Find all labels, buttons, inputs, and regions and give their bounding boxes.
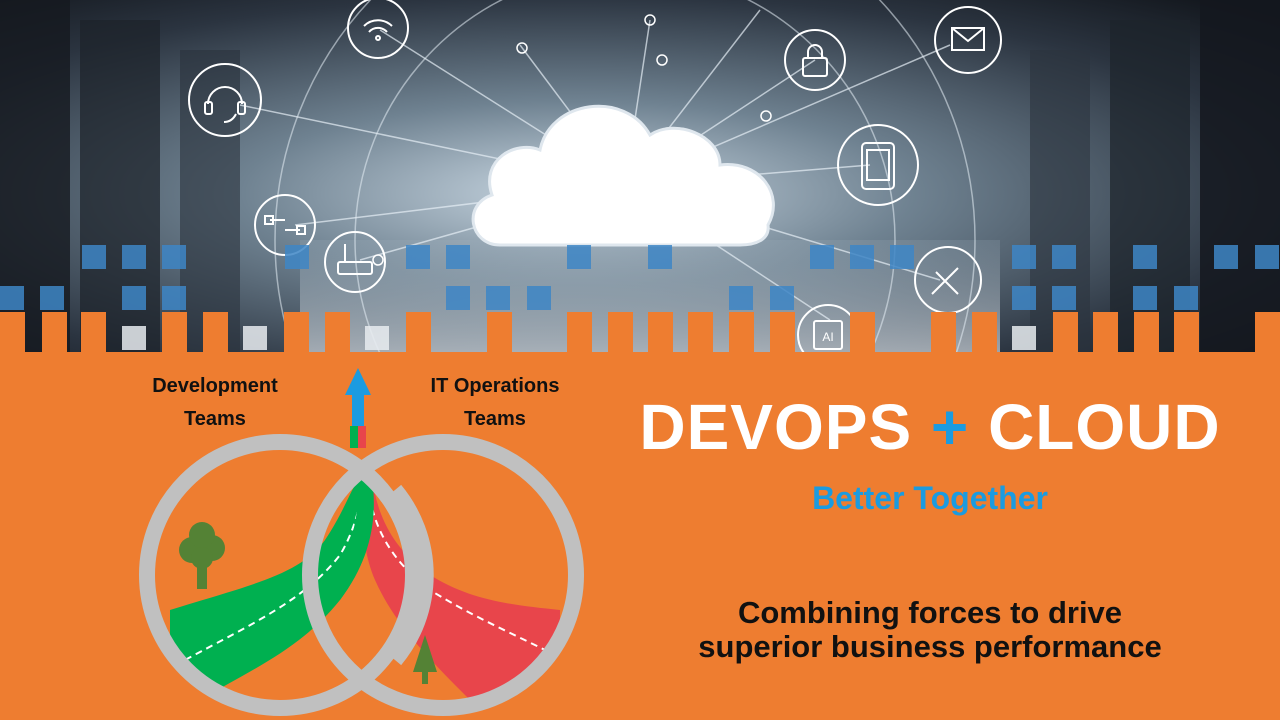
tagline-line2: superior business performance bbox=[698, 629, 1162, 664]
tagline: Combining forces to drive superior busin… bbox=[600, 596, 1260, 664]
operations-label-line1: IT Operations bbox=[430, 375, 560, 397]
mail-icon bbox=[934, 6, 1002, 74]
subtitle: Better Together bbox=[812, 480, 1048, 516]
router-icon bbox=[324, 231, 386, 293]
headline-cloud: CLOUD bbox=[988, 391, 1221, 463]
venn-roads-illustration bbox=[139, 368, 584, 716]
development-label-line2: Teams bbox=[184, 408, 246, 430]
tree-icon bbox=[179, 522, 225, 589]
operations-label-line2: Teams bbox=[464, 408, 526, 430]
tagline-line1: Combining forces to drive bbox=[737, 595, 1123, 630]
tablet-icon bbox=[837, 124, 919, 206]
svg-text:AI: AI bbox=[822, 330, 833, 344]
headline-plus: + bbox=[930, 391, 970, 463]
hero-cloud-network-image: AI bbox=[0, 0, 1280, 352]
cloud-icon bbox=[471, 104, 775, 247]
headline-devops: DEVOPS bbox=[639, 391, 913, 463]
pine-tree-icon bbox=[413, 635, 437, 684]
green-road bbox=[170, 478, 374, 700]
lock-icon bbox=[784, 29, 846, 91]
headset-icon bbox=[188, 63, 262, 137]
development-teams-label: Development Teams bbox=[130, 370, 300, 436]
upward-arrow-icon bbox=[345, 368, 371, 448]
headline: DEVOPS + CLOUD bbox=[600, 390, 1260, 464]
operations-teams-label: IT Operations Teams bbox=[405, 370, 585, 436]
red-road bbox=[361, 478, 560, 700]
development-label-line1: Development bbox=[152, 375, 278, 397]
wifi-icon bbox=[347, 0, 409, 59]
